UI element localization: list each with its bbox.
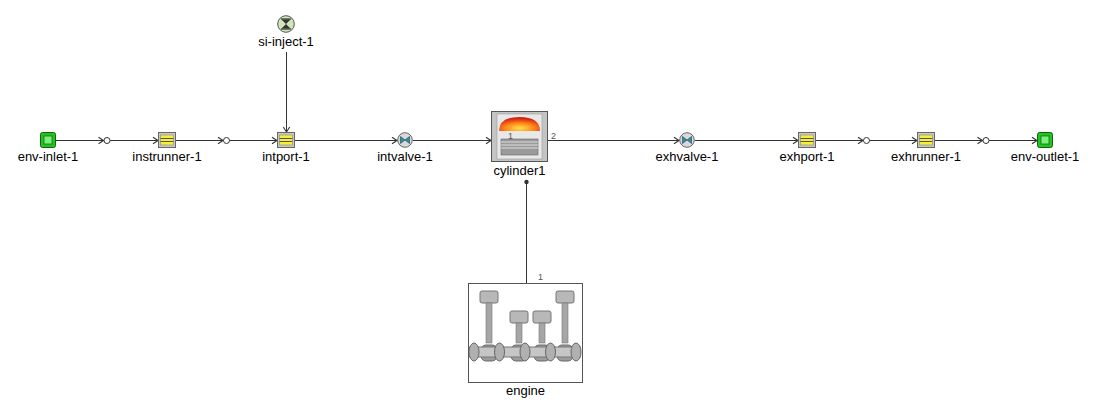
valve-component: intvalve-1 (397, 132, 413, 148)
pipe-icon (917, 132, 935, 148)
component-label: env-outlet-1 (1011, 150, 1080, 164)
engine-block: engine (468, 283, 583, 383)
pipe-component: intport-1 (277, 132, 295, 148)
port-number: 2 (551, 131, 556, 141)
flow-connector (548, 137, 679, 143)
component-label: exhvalve-1 (656, 150, 719, 164)
component-label: exhrunner-1 (891, 150, 961, 164)
valve-component: exhvalve-1 (679, 132, 695, 148)
pipe-component: instrunner-1 (158, 132, 176, 148)
cyl-icon (491, 111, 548, 162)
port-number: 1 (508, 131, 513, 141)
inject-component: si-inject-1 (277, 15, 295, 33)
env-component: env-outlet-1 (1037, 132, 1053, 148)
valve-icon (679, 132, 695, 148)
component-label: exhport-1 (780, 150, 835, 164)
pipe-icon (798, 132, 816, 148)
flow-connector (295, 137, 397, 143)
pipe-component: exhrunner-1 (917, 132, 935, 148)
component-label: intvalve-1 (377, 150, 433, 164)
env-component: env-inlet-1 (40, 132, 56, 148)
flow-connector (56, 137, 158, 143)
flow-connector (935, 137, 1037, 143)
component-label: si-inject-1 (258, 35, 314, 49)
engine-icon (468, 283, 583, 383)
pipe-icon (158, 132, 176, 148)
env-icon (40, 132, 56, 148)
component-label: instrunner-1 (132, 150, 201, 164)
valve-icon (397, 132, 413, 148)
component-label: env-inlet-1 (18, 150, 79, 164)
component-label: cylinder1 (493, 164, 545, 178)
pipe-component: exhport-1 (798, 132, 816, 148)
inject-icon (277, 15, 295, 33)
cyl-component: cylinder1 (491, 111, 548, 162)
flow-connector (524, 180, 528, 283)
flow-connector (176, 137, 277, 143)
component-label: engine (506, 384, 545, 398)
env-icon (1037, 132, 1053, 148)
component-label: intport-1 (262, 150, 310, 164)
flow-connector (413, 137, 491, 143)
flow-connector (695, 137, 798, 143)
pipe-icon (277, 132, 295, 148)
flow-connector (816, 137, 917, 143)
port-number: 1 (538, 272, 543, 282)
flow-connector (283, 52, 289, 132)
